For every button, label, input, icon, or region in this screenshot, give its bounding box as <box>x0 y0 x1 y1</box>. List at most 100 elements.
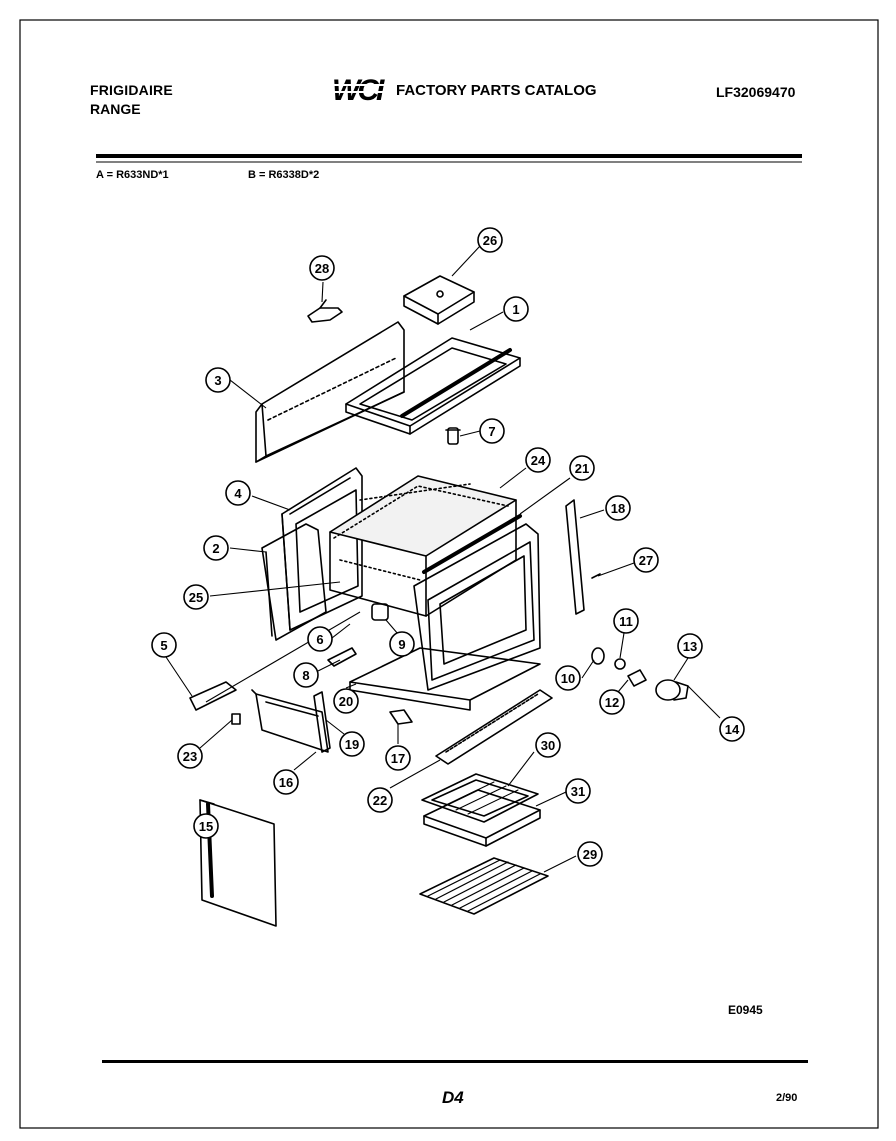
part-17-block <box>389 709 413 725</box>
part-3-back-panel <box>255 321 405 463</box>
part-19-strip <box>313 691 331 753</box>
callout-18: 18 <box>605 495 631 521</box>
document-number: LF32069470 <box>716 84 796 100</box>
callout-22: 22 <box>367 787 393 813</box>
callout-31-label: 31 <box>571 784 585 799</box>
part-9-socket <box>371 603 389 621</box>
part-5-cable <box>189 681 237 711</box>
callout-1: 1 <box>503 296 529 322</box>
callout-26: 26 <box>477 227 503 253</box>
callout-26-label: 26 <box>483 233 497 248</box>
page-id: D4 <box>442 1088 464 1107</box>
callout-19-label: 19 <box>345 737 359 752</box>
callout-12: 12 <box>599 689 625 715</box>
callout-14: 14 <box>719 716 745 742</box>
callout-17: 17 <box>385 745 411 771</box>
part-27-pin <box>591 573 601 579</box>
callout-25: 25 <box>183 584 209 610</box>
callout-11-label: 11 <box>619 614 633 629</box>
leader-lines <box>165 245 721 873</box>
model-a: A = R633ND*1 <box>96 169 169 181</box>
callout-2-label: 2 <box>212 541 219 556</box>
callout-6: 6 <box>307 626 333 652</box>
callout-27: 27 <box>633 547 659 573</box>
callout-20-label: 20 <box>339 694 353 709</box>
part-20-base <box>349 647 541 711</box>
callout-10: 10 <box>555 665 581 691</box>
callout-4: 4 <box>225 480 251 506</box>
callout-3: 3 <box>205 367 231 393</box>
callout-16: 16 <box>273 769 299 795</box>
callout-23-label: 23 <box>183 749 197 764</box>
part-21-oven-frame <box>413 514 541 691</box>
part-31-broiler-tray <box>423 789 541 847</box>
brand-name: FRIGIDAIRE <box>90 82 173 98</box>
callout-28-label: 28 <box>315 261 329 276</box>
callout-24-label: 24 <box>531 453 546 468</box>
callout-11: 11 <box>613 608 639 634</box>
part-18-rail <box>565 499 585 615</box>
callout-15: 15 <box>193 813 219 839</box>
product-type: RANGE <box>90 101 141 117</box>
model-b: B = R6338D*2 <box>248 169 320 181</box>
callout-13-label: 13 <box>683 639 697 654</box>
callout-14-label: 14 <box>725 722 740 737</box>
callout-5-label: 5 <box>160 638 167 653</box>
callout-10-label: 10 <box>561 671 575 686</box>
callout-29: 29 <box>577 841 603 867</box>
callout-21-label: 21 <box>575 461 589 476</box>
callout-3-label: 3 <box>214 373 221 388</box>
callout-27-label: 27 <box>639 553 653 568</box>
part-30-broiler-pan <box>421 773 539 823</box>
part-23-small <box>231 713 241 725</box>
callout-9: 9 <box>389 631 415 657</box>
callout-7-label: 7 <box>488 424 495 439</box>
part-26-box <box>403 275 475 325</box>
part-1-cooktop-tray <box>345 337 521 435</box>
callout-12-label: 12 <box>605 695 619 710</box>
callout-31: 31 <box>565 778 591 804</box>
callout-6-label: 6 <box>316 632 323 647</box>
callout-22-label: 22 <box>373 793 387 808</box>
header-rule <box>96 154 802 158</box>
callout-29-label: 29 <box>583 847 597 862</box>
callout-21: 21 <box>569 455 595 481</box>
part-13-knob <box>655 679 689 701</box>
part-29-oven-rack <box>419 857 549 915</box>
part-16-panel <box>251 689 329 753</box>
callout-20: 20 <box>333 688 359 714</box>
callout-24: 24 <box>525 447 551 473</box>
callout-15-label: 15 <box>199 819 213 834</box>
footer-rule <box>102 1060 808 1063</box>
callout-8: 8 <box>293 662 319 688</box>
callout-30-label: 30 <box>541 738 555 753</box>
part-22-vent-strip <box>435 689 553 765</box>
callout-4-label: 4 <box>234 486 242 501</box>
callout-17-label: 17 <box>391 751 405 766</box>
callout-1-label: 1 <box>512 302 519 317</box>
callout-2: 2 <box>203 535 229 561</box>
part-28-bracket <box>307 299 343 323</box>
page-border <box>19 19 879 1129</box>
callout-13: 13 <box>677 633 703 659</box>
callout-30: 30 <box>535 732 561 758</box>
part-2-side-panel <box>261 523 327 641</box>
callout-28: 28 <box>309 255 335 281</box>
page-date: 2/90 <box>776 1092 798 1104</box>
part-10-11-12-small-parts <box>591 647 647 687</box>
callout-7: 7 <box>479 418 505 444</box>
callout-23: 23 <box>177 743 203 769</box>
callouts: 1 2 3 4 5 6 7 8 9 10 11 12 13 14 15 16 1… <box>151 227 745 867</box>
callout-18-label: 18 <box>611 501 625 516</box>
callout-16-label: 16 <box>279 775 293 790</box>
wci-logo: WCI <box>330 74 392 106</box>
figure-code: E0945 <box>728 1003 763 1017</box>
catalog-title: FACTORY PARTS CATALOG <box>396 82 597 99</box>
wci-logo-text: WCI <box>332 74 385 106</box>
callout-19: 19 <box>339 731 365 757</box>
part-4-side-panel <box>281 467 363 631</box>
callout-9-label: 9 <box>398 637 405 652</box>
callout-25-label: 25 <box>189 590 203 605</box>
part-7-screw <box>445 427 461 445</box>
